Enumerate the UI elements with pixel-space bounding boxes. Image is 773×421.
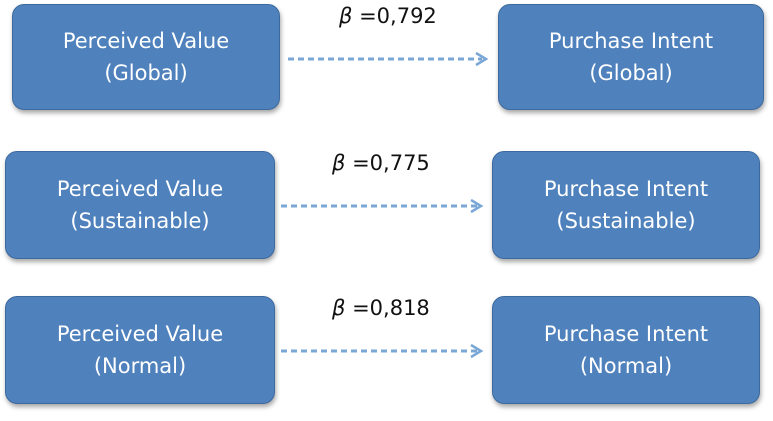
perceived-value-sustainable-line1: Perceived Value [56,177,224,201]
beta-symbol: β [339,4,353,28]
beta-label-global: β =0,792 [339,4,437,28]
beta-label-sustainable: β =0,775 [332,151,430,175]
purchase-intent-global-box: Purchase Intent (Global) [498,4,764,110]
beta-value-sustainable: =0,775 [345,151,430,175]
beta-symbol: β [332,296,346,320]
perceived-value-global-line2: (Global) [104,61,188,85]
perceived-value-global-line1: Perceived Value [62,29,230,53]
perceived-value-normal-box: Perceived Value (Normal) [5,296,275,404]
perceived-value-normal-line2: (Normal) [93,354,187,378]
dashed-arrow-normal [281,343,484,359]
dashed-arrow-sustainable [281,198,484,214]
dashed-arrow-global [288,51,489,67]
purchase-intent-global-line1: Purchase Intent [548,29,714,53]
purchase-intent-sustainable-box: Purchase Intent (Sustainable) [492,151,760,259]
perceived-value-global-box: Perceived Value (Global) [12,4,280,110]
purchase-intent-sustainable-line1: Purchase Intent [543,177,709,201]
purchase-intent-sustainable-line2: (Sustainable) [556,209,696,233]
purchase-intent-normal-box: Purchase Intent (Normal) [492,296,760,404]
purchase-intent-global-line2: (Global) [589,61,673,85]
purchase-intent-normal-line2: (Normal) [579,354,673,378]
perceived-value-sustainable-box: Perceived Value (Sustainable) [5,151,275,259]
purchase-intent-normal-line1: Purchase Intent [543,322,709,346]
perceived-value-normal-line1: Perceived Value [56,322,224,346]
beta-value-normal: =0,818 [345,296,430,320]
beta-value-global: =0,792 [352,4,437,28]
perceived-value-sustainable-line2: (Sustainable) [70,209,210,233]
beta-label-normal: β =0,818 [332,296,430,320]
beta-symbol: β [332,151,346,175]
